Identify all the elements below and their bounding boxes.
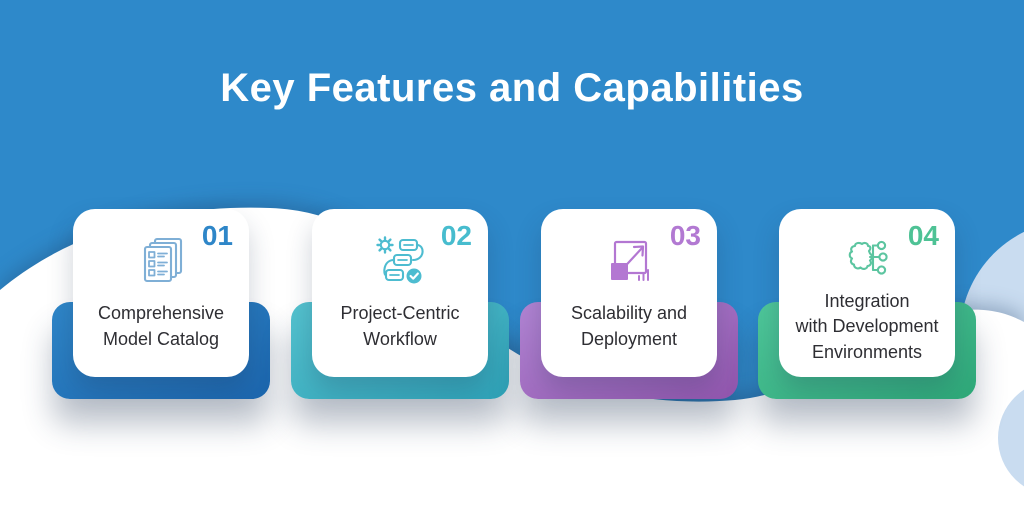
document-stack-icon (133, 233, 189, 289)
feature-card-2: 02 Project- (291, 209, 509, 399)
feature-card-4: 04 Integration with Development Environm… (758, 209, 976, 399)
card-3: 03 Scalability and Deployment (541, 209, 717, 377)
light-blue-arc-circle (998, 389, 1024, 487)
card-number-3: 03 (669, 220, 701, 251)
card-label-3: Scalability and Deployment (570, 303, 688, 349)
card-number-1: 01 (201, 220, 233, 251)
workflow-icon (372, 233, 428, 289)
feature-card-3: 03 Scalability and Deployment (520, 209, 738, 399)
scale-up-icon (601, 233, 657, 289)
white-wave (0, 207, 1024, 514)
page-title: Key Features and Capabilities (220, 66, 804, 110)
card-1: 01 Comprehensive Model Catalog (73, 209, 249, 377)
card-label-4: Integration with Development Environment… (795, 290, 939, 362)
card-label-2: Project-Centric Workflow (340, 303, 460, 349)
card-number-2: 02 (440, 220, 472, 251)
gear-network-icon (839, 233, 895, 289)
card-number-4: 04 (907, 220, 939, 251)
card-2: 02 Project- (312, 209, 488, 377)
feature-card-1: 01 Comprehensive Model Catalog (52, 209, 270, 399)
card-label-1: Comprehensive Model Catalog (97, 303, 225, 349)
card-4: 04 Integration with Development Environm… (779, 209, 955, 377)
